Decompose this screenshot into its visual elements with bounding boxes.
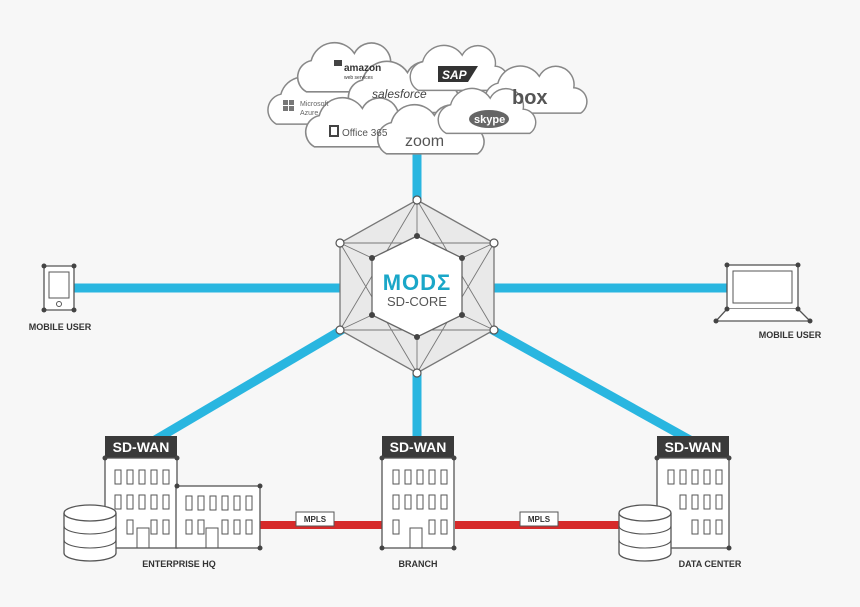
mobile-user-right: MOBILE USER: [713, 262, 822, 340]
smartphone-icon: [41, 263, 77, 313]
mobile-user-right-label: MOBILE USER: [759, 330, 822, 340]
svg-text:Office 365: Office 365: [342, 128, 388, 139]
site-data-center: SD-WAN DATA CENTER: [618, 436, 742, 569]
branch-building-icon: [379, 455, 457, 551]
connection-lines: [72, 150, 728, 529]
svg-text:MPLS: MPLS: [528, 515, 551, 524]
svg-text:SD-WAN: SD-WAN: [390, 439, 447, 455]
amazon-logo: amazon web services: [334, 60, 381, 81]
mode-logo: MODΣ: [383, 270, 452, 295]
cloud-cluster: amazon web services salesforce SAP box M…: [267, 41, 588, 155]
svg-text:amazon: amazon: [344, 63, 381, 74]
svg-text:SD-WAN: SD-WAN: [113, 439, 170, 455]
sdwan-badge-hq: SD-WAN: [105, 436, 177, 458]
site-branch: SD-WAN BRANCH: [379, 436, 457, 569]
data-center-label: DATA CENTER: [679, 559, 742, 569]
sdwan-badge-dc: SD-WAN: [657, 436, 729, 458]
link-core-hq: [152, 324, 348, 444]
zoom-logo: zoom: [405, 133, 444, 150]
database-icon: [618, 504, 672, 562]
sd-core-node: MODΣ SD-CORE: [335, 195, 499, 378]
skype-logo: skype: [469, 110, 509, 128]
svg-text:SAP: SAP: [442, 68, 468, 82]
svg-text:SD-WAN: SD-WAN: [665, 439, 722, 455]
svg-text:web services: web services: [344, 75, 373, 81]
database-icon: [63, 504, 117, 562]
box-logo: box: [512, 87, 548, 109]
mpls-label-right: MPLS: [519, 511, 559, 527]
site-enterprise-hq: SD-WAN ENTERPRISE HQ: [63, 436, 263, 569]
mobile-user-left-label: MOBILE USER: [29, 322, 92, 332]
svg-text:skype: skype: [474, 114, 505, 126]
sdwan-badge-branch: SD-WAN: [382, 436, 454, 458]
enterprise-hq-label: ENTERPRISE HQ: [142, 559, 216, 569]
office365-logo: Office 365: [329, 125, 388, 139]
salesforce-logo: salesforce: [372, 87, 427, 101]
link-core-dc: [486, 324, 693, 444]
mpls-label-left: MPLS: [295, 511, 335, 527]
sap-logo: SAP: [438, 66, 478, 82]
svg-text:Microsoft: Microsoft: [300, 101, 328, 108]
mobile-user-left: MOBILE USER: [29, 263, 92, 332]
branch-label: BRANCH: [399, 559, 438, 569]
laptop-icon: [713, 262, 813, 324]
microsoft-azure-logo: Microsoft Azure: [283, 100, 328, 117]
office-building-icon: [102, 455, 263, 551]
svg-text:Azure: Azure: [300, 110, 318, 117]
sd-core-label: SD-CORE: [387, 294, 447, 309]
svg-text:MPLS: MPLS: [304, 515, 327, 524]
